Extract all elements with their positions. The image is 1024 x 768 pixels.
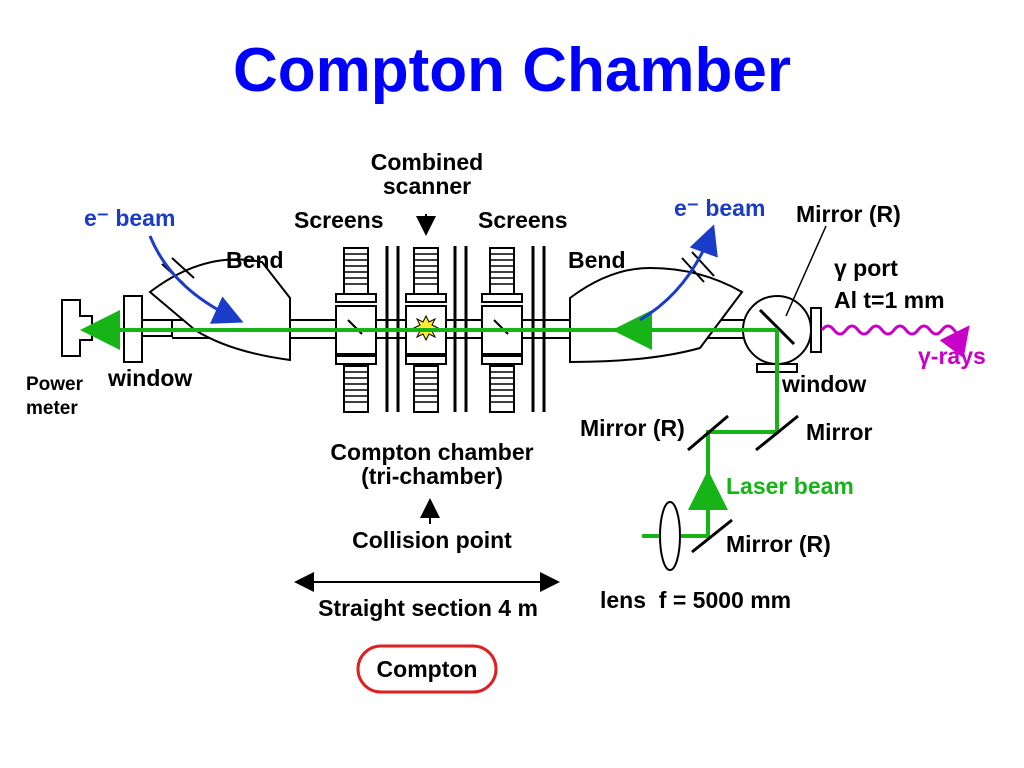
compton-chamber-label-1: Compton chamber bbox=[330, 439, 533, 465]
mirror-mid bbox=[755, 414, 799, 452]
al-thickness-label: Al t=1 mm bbox=[834, 287, 945, 313]
gamma-ray-wave bbox=[820, 324, 970, 359]
lens-label: lens f = 5000 mm bbox=[600, 587, 791, 613]
screens-left-label: Screens bbox=[294, 207, 384, 233]
mirror-chamber bbox=[742, 295, 822, 373]
mirror-mid-label: Mirror bbox=[806, 419, 873, 445]
compton-button-outline[interactable] bbox=[356, 644, 498, 694]
mirror-r-mid-label: Mirror (R) bbox=[580, 415, 685, 441]
bend-left-label: Bend bbox=[226, 247, 284, 273]
page-title: Compton Chamber bbox=[233, 36, 791, 105]
lens bbox=[659, 501, 681, 571]
e-beam-left-label: e⁻ beam bbox=[84, 205, 175, 231]
power-meter bbox=[61, 299, 93, 357]
mirror-r-bottom-label: Mirror (R) bbox=[726, 531, 831, 557]
gamma-port-label: γ port bbox=[834, 255, 898, 281]
compton-chamber-label-2: (tri-chamber) bbox=[361, 463, 503, 489]
e-beam-left-arrow bbox=[148, 235, 244, 324]
collision-point-label: Collision point bbox=[352, 527, 512, 553]
e-beam-right-label: e⁻ beam bbox=[674, 195, 765, 221]
window-left-label: window bbox=[107, 365, 192, 391]
compton-button-label[interactable]: Compton bbox=[377, 656, 478, 682]
mirror-r-top-label: Mirror (R) bbox=[796, 201, 901, 227]
combined-scanner-label-1: Combined bbox=[371, 149, 483, 175]
straight-section-label: Straight section 4 m bbox=[318, 595, 538, 621]
mirror-r-mid bbox=[687, 414, 729, 452]
window-right-label: window bbox=[781, 371, 866, 397]
mirror-r-bottom bbox=[691, 518, 733, 554]
gamma-rays-label: γ-rays bbox=[918, 343, 986, 369]
combined-scanner-label-2: scanner bbox=[383, 173, 471, 199]
bend-right-label: Bend bbox=[568, 247, 626, 273]
laser-beam-label: Laser beam bbox=[726, 473, 854, 499]
power-meter-label-2: meter bbox=[26, 398, 78, 419]
screens-right-label: Screens bbox=[478, 207, 568, 233]
mirror-r-top-pointer bbox=[785, 225, 827, 317]
power-meter-label-1: Power bbox=[26, 374, 84, 395]
e-beam-right-arrow bbox=[639, 224, 718, 322]
